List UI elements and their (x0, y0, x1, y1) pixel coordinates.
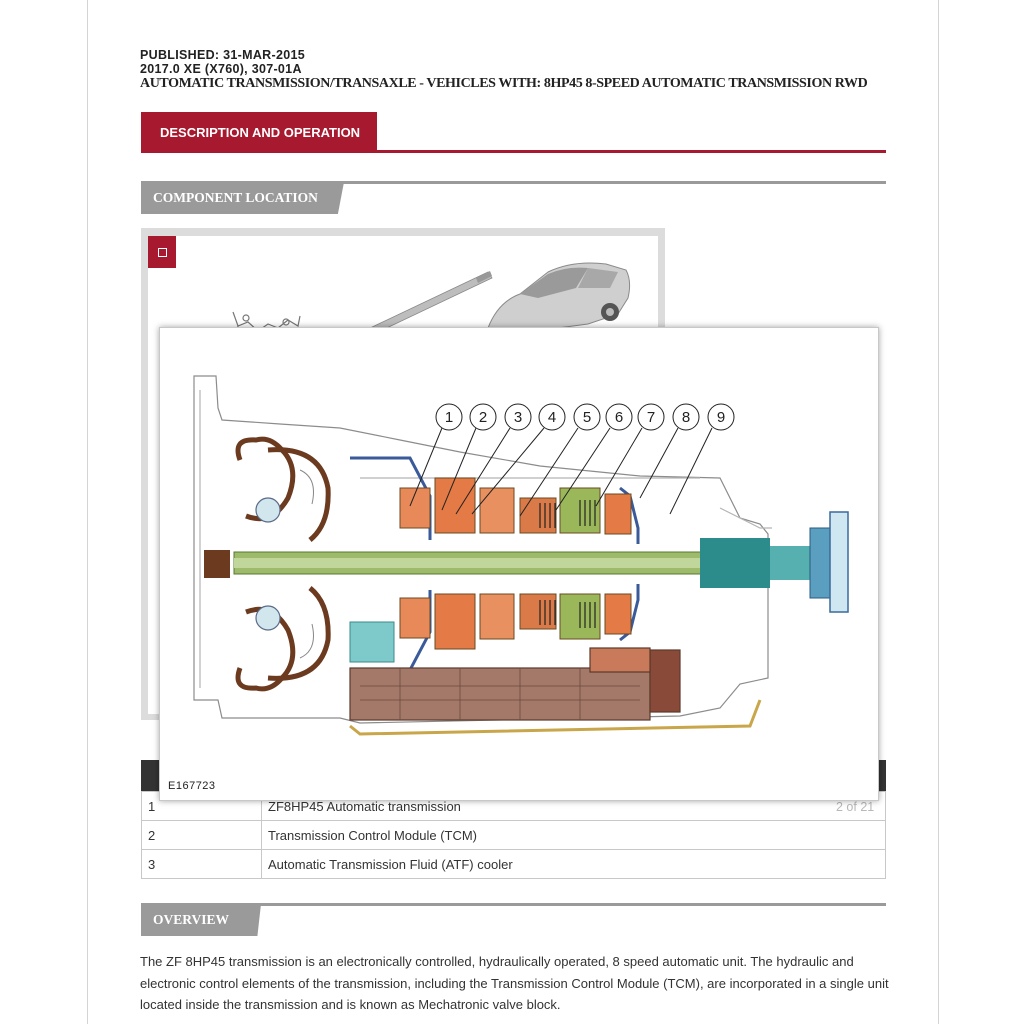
callout-label: 7 (647, 409, 655, 426)
section-component-location[interactable]: COMPONENT LOCATION (141, 182, 344, 214)
callout-label: 5 (583, 409, 591, 426)
table-cell-number: 3 (141, 849, 262, 879)
table-cell-description: Transmission Control Module (TCM) (261, 820, 886, 850)
vehicle-overview-illustration (232, 262, 631, 339)
figure-toggle-button[interactable] (148, 236, 176, 268)
table-cell-description: Automatic Transmission Fluid (ATF) coole… (261, 849, 886, 879)
callout-label: 9 (717, 409, 725, 426)
tab-underline (141, 150, 886, 153)
published-date: PUBLISHED: 31-MAR-2015 (140, 48, 305, 62)
tab-description-operation[interactable]: DESCRIPTION AND OPERATION (141, 112, 377, 152)
callout-label: 6 (615, 409, 623, 426)
section-divider (141, 903, 886, 906)
callout-label: 8 (682, 409, 690, 426)
page-counter: 2 of 21 (836, 800, 875, 814)
square-icon (157, 247, 167, 257)
callout-label: 2 (479, 409, 487, 426)
callout-label: 1 (445, 409, 453, 426)
overview-paragraph: The ZF 8HP45 transmission is an electron… (140, 954, 889, 1012)
page-border-left (87, 0, 88, 1024)
table-row: 2 Transmission Control Module (TCM) (141, 820, 886, 850)
transmission-cutaway-diagram: 1 2 3 4 5 6 7 8 9 (193, 375, 849, 736)
table-row: 3 Automatic Transmission Fluid (ATF) coo… (141, 849, 886, 879)
section-divider (141, 181, 886, 184)
page-border-right (938, 0, 939, 1024)
table-cell-number: 2 (141, 820, 262, 850)
figure-id: E167723 (168, 780, 216, 792)
model-reference: 2017.0 XE (X760), 307-01A (140, 62, 302, 76)
page-title: AUTOMATIC TRANSMISSION/TRANSAXLE - VEHIC… (140, 76, 868, 91)
figure-popup[interactable]: 1 2 3 4 5 6 7 8 9 E167723 (159, 327, 879, 801)
callout-label: 4 (548, 409, 556, 426)
parts-table: 1 ZF8HP45 Automatic transmission 2 Trans… (141, 791, 886, 879)
section-overview[interactable]: OVERVIEW (141, 904, 261, 936)
callout-label: 3 (514, 409, 522, 426)
